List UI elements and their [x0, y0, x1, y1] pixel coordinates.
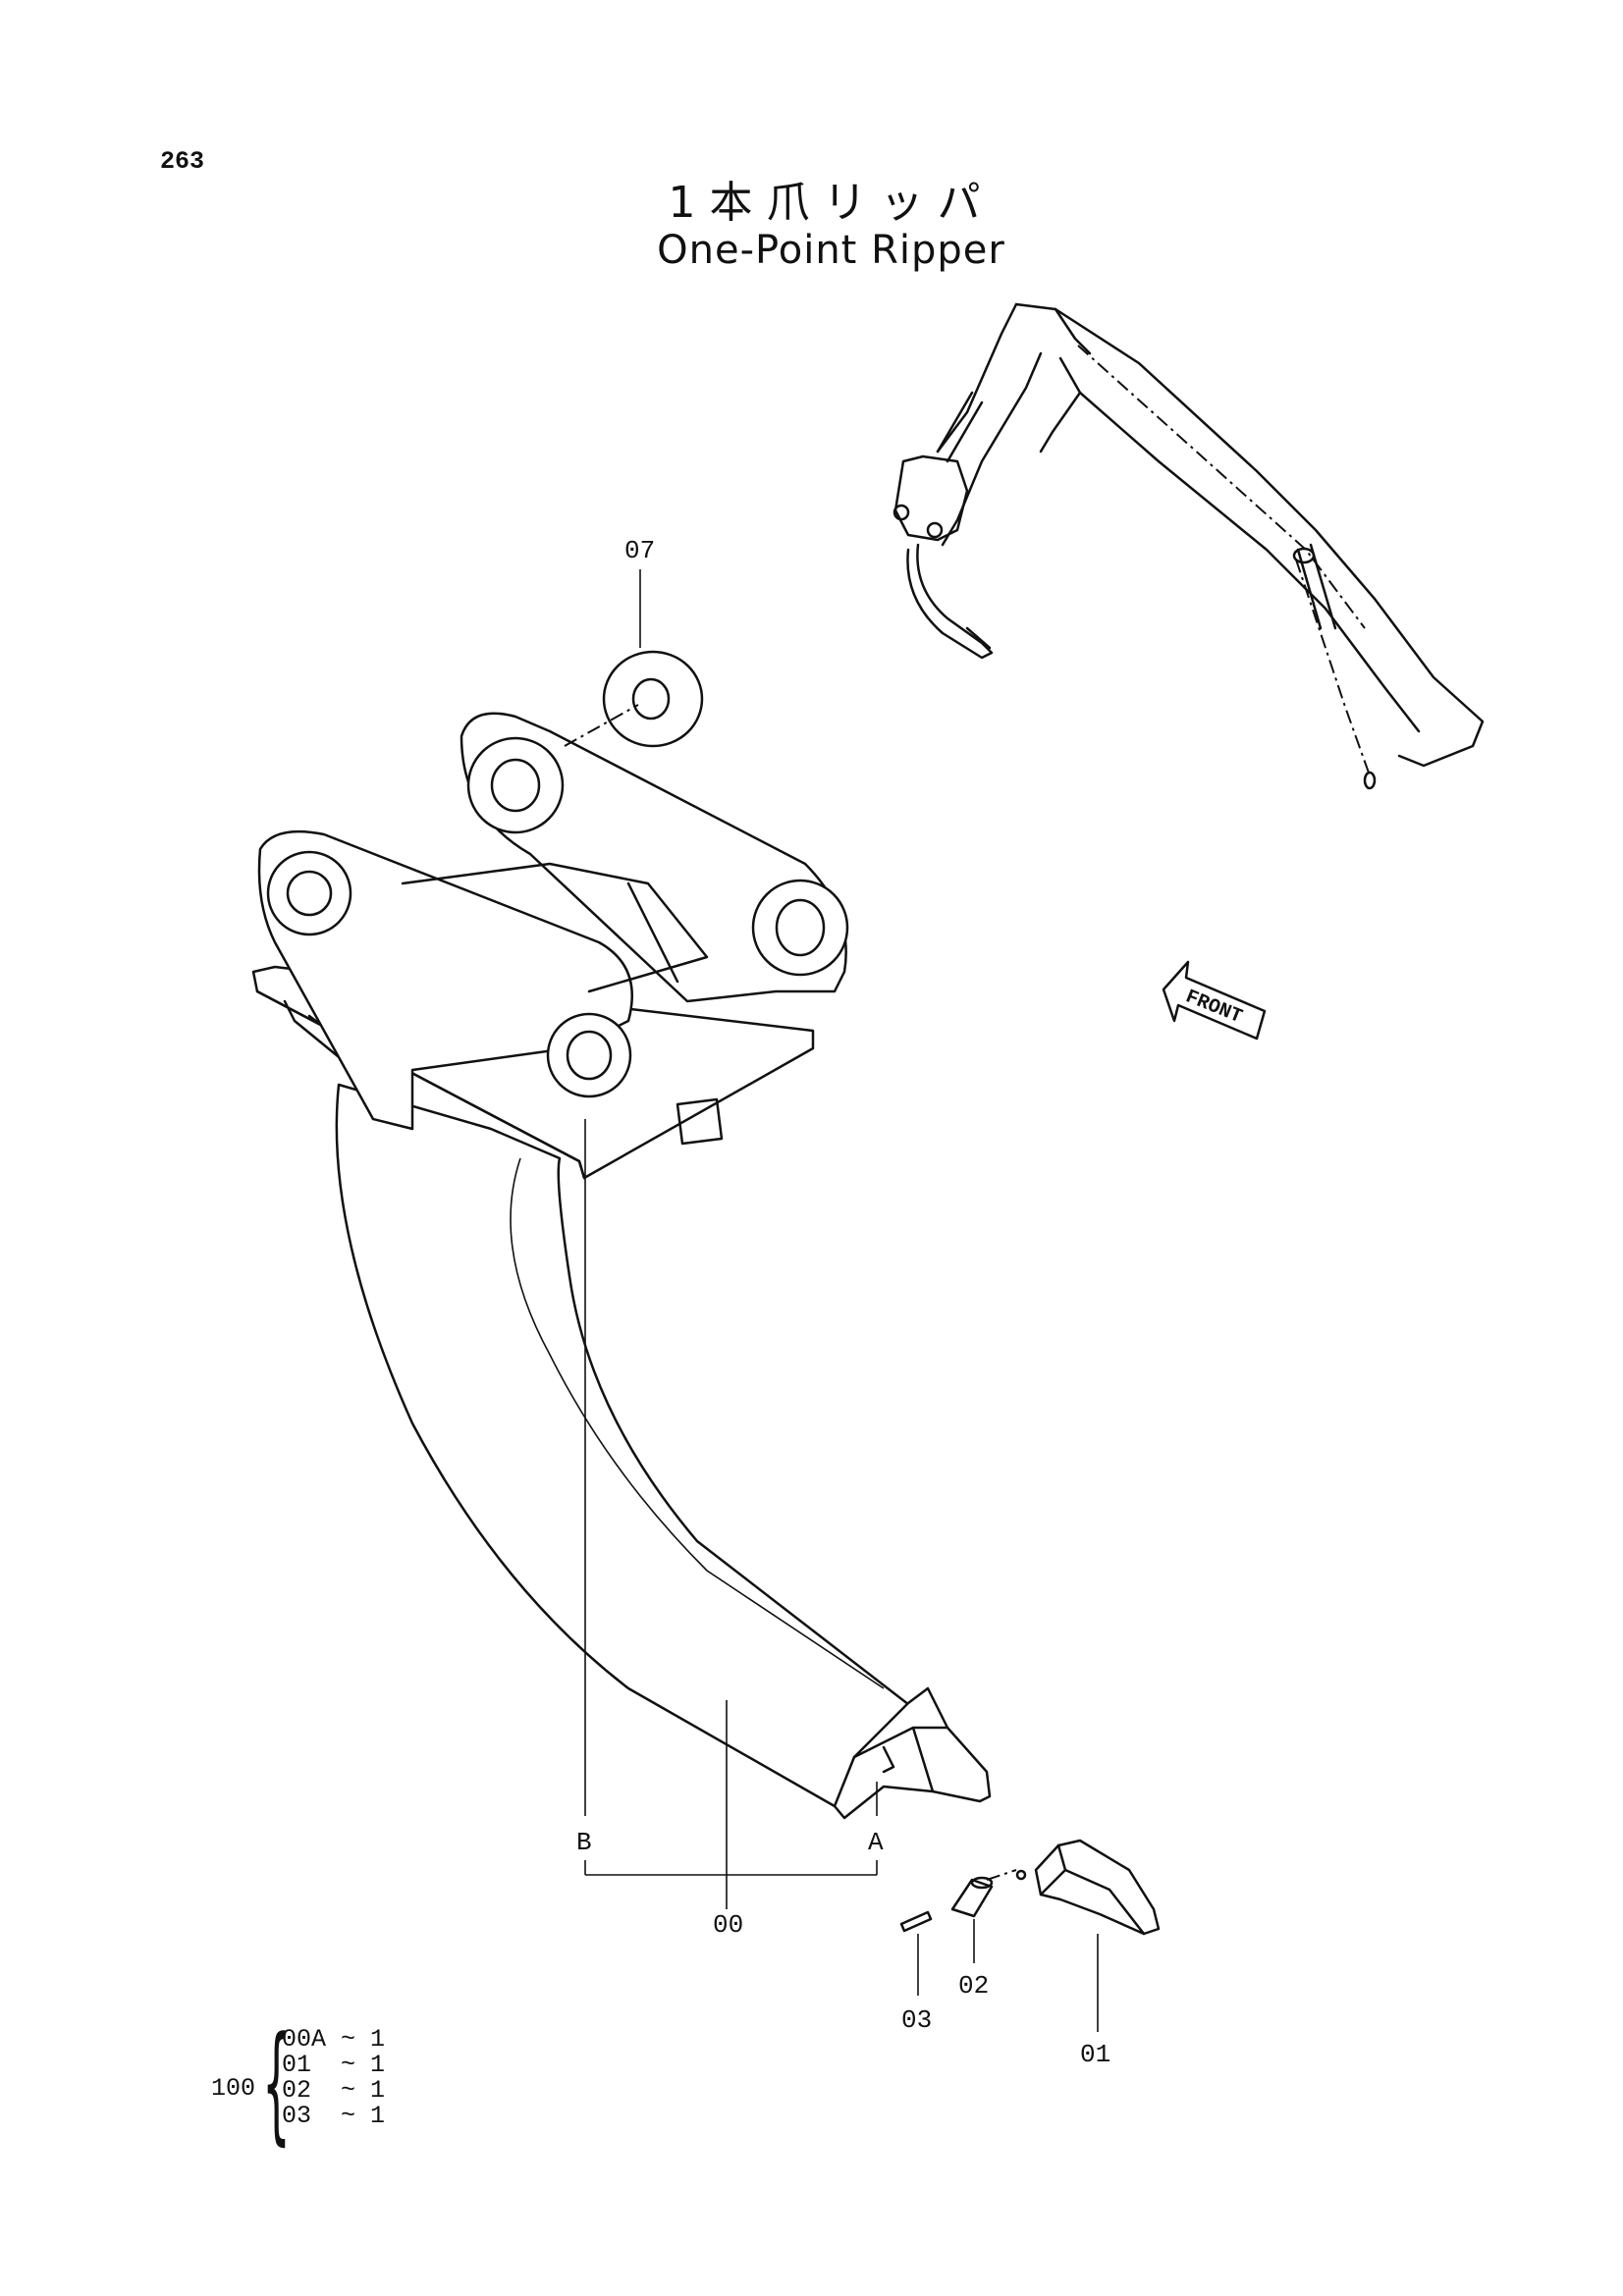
- machine-overview-illustration: [893, 302, 1485, 790]
- callout-03: 03: [901, 2005, 932, 2035]
- kit-item: 00A ~ 1: [282, 2025, 386, 2054]
- reference-label-b: B: [576, 1828, 592, 1857]
- washer-part-07: 07: [564, 536, 704, 748]
- callout-07: 07: [624, 536, 655, 565]
- page-title-english: One-Point Ripper: [657, 228, 1005, 273]
- callout-01: 01: [1080, 2040, 1110, 2069]
- brace-icon: {: [262, 2008, 291, 2158]
- callout-02: 02: [958, 1971, 989, 2001]
- callout-00: 00: [713, 1910, 743, 1940]
- kit-item: 02 ~ 1: [282, 2076, 386, 2105]
- front-direction-arrow: FRONT: [1162, 960, 1267, 1041]
- kit-item: 01 ~ 1: [282, 2051, 386, 2079]
- tooth-part-01: 01: [1015, 1839, 1161, 2069]
- ripper-shank-assembly: [251, 712, 992, 1820]
- assembly-callout-00: B A 00: [576, 1119, 884, 1940]
- kit-number: 100: [211, 2074, 256, 2103]
- lock-part-03: 03: [899, 1910, 933, 2035]
- kit-items: 00A ~ 1 01 ~ 1 02 ~ 1 03 ~ 1: [282, 2027, 385, 2129]
- page-number: 263: [160, 147, 205, 176]
- page-title-japanese: 1本爪リッパ: [668, 178, 995, 228]
- front-arrow-label: FRONT: [1182, 986, 1245, 1029]
- reference-label-a: A: [868, 1828, 884, 1857]
- kit-item: 03 ~ 1: [282, 2102, 386, 2130]
- pin-part-02: 02: [950, 1869, 1017, 2001]
